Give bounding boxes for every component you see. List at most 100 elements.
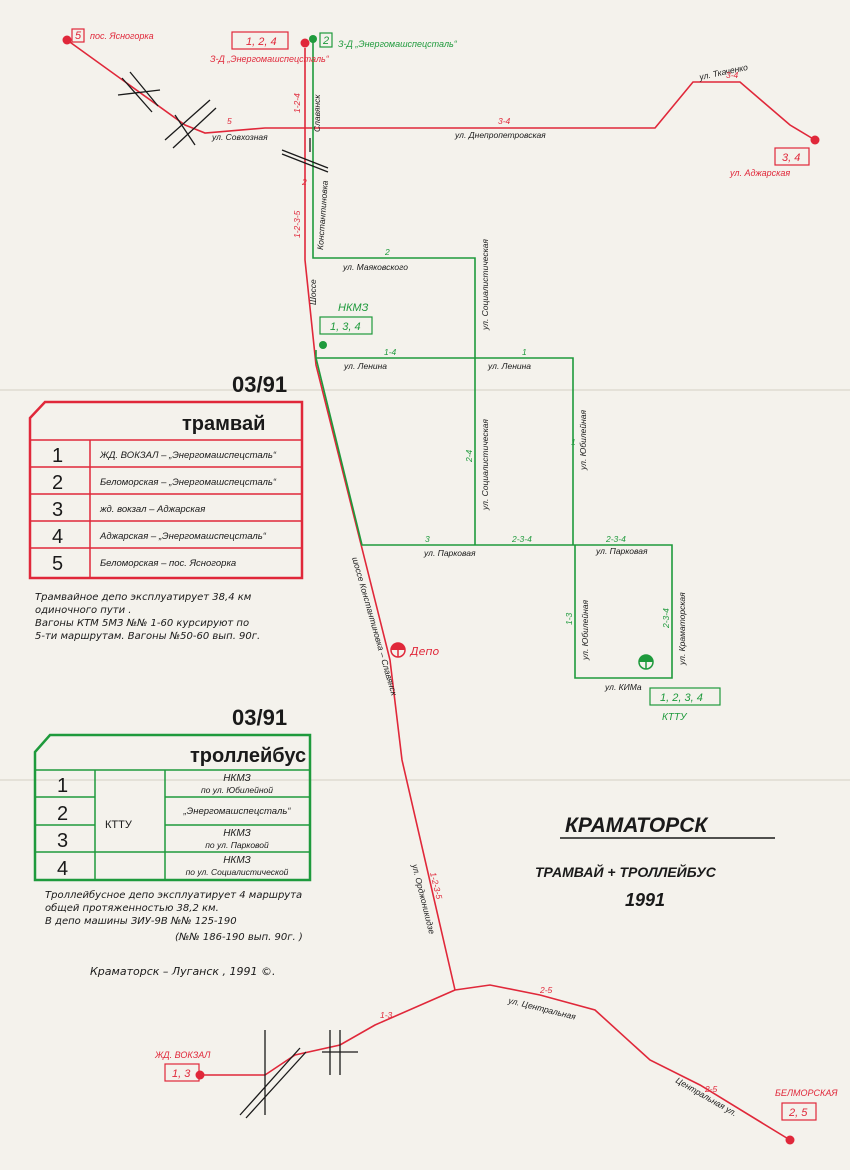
tram-row-route: Аджарская – „Энергомашспецсталь“ [99,531,267,542]
route-mark: 2 [384,247,390,257]
depot-label: Депо [409,645,440,658]
trolley-table-date: 03/91 [232,705,287,730]
street-yubileynaya-s: ул. Юбилейная [580,599,590,661]
route-mark: 2-5 [704,1084,718,1094]
route-mark: 1 [571,437,576,447]
tram-line-yasnogorka [66,39,305,134]
trolley-row-line1: „Энергомашспецсталь“ [182,806,291,817]
route-mark: 2-3-4 [511,534,532,544]
trolley-route-table [33,733,312,882]
route-mark: 1-2-4 [292,93,302,113]
trolley-row-line1: НКМЗ [223,828,251,839]
terminal-route-station: 1, 3 [172,1068,191,1080]
terminal-dot-adzharskaya [810,135,820,145]
terminal-box-kttu [649,687,721,706]
street-mayakovskogo: ул. Маяковского [342,262,408,272]
trolley-row-line2: по ул. Парковой [205,840,269,850]
terminal-route-energomash-trolley: 2 [322,35,329,47]
route-mark: 1-3 [564,612,574,625]
route-mark: 2-4 [464,449,474,463]
terminal-name-adzharskaya: ул. Аджарская [729,168,790,178]
route-mark: 3 [425,534,430,544]
tram-table-date: 03/91 [232,372,287,397]
trolley-line-lenina [315,350,574,545]
street-slavyansk: Славянск [312,94,322,132]
street-parkovaya-e: ул. Парковая [595,546,648,556]
tram-depot-icon [390,642,406,658]
terminal-name-yasnogorka: пос. Ясногорка [90,31,154,41]
tram-row-number: 3 [52,499,63,521]
street-lenina-e: ул. Ленина [487,361,531,371]
tram-line-belmorskaya [454,984,791,1141]
terminal-route-kttu: 1, 2, 3, 4 [660,692,703,704]
tram-row-route: Беломорская – пос. Ясногорка [100,558,236,569]
terminal-box-belmorskaya [781,1102,817,1121]
route-mark: 3-4 [726,70,739,80]
street-kima: ул. КИМа [604,682,642,692]
tram-line-station [200,989,456,1076]
terminal-route-belmorskaya: 2, 5 [788,1107,808,1119]
terminal-box-adzharskaya [774,147,810,166]
trolley-row-line1: НКМЗ [223,855,251,866]
tram-line-adzharskaya [305,81,816,141]
trolley-row-line1: НКМЗ [223,773,251,784]
tram-table-title: трамвай [182,413,265,435]
trolley-row-line2: по ул. Юбилейной [201,785,273,795]
trolley-table-origin: КТТУ [105,819,133,831]
terminal-dot-belmorskaya [785,1135,795,1145]
terminal-dot-yasnogorka [62,35,72,45]
trolley-note-line: (№№ 186-190 вып. 90г. ) [175,932,303,943]
map-title: КРАМАТОРСК [565,814,709,837]
terminal-dot-energomash-trolley [309,35,317,43]
route-mark: 2-5 [539,985,553,995]
trolley-row-number: 2 [57,803,68,825]
trolley-table-title: троллейбус [190,745,306,767]
trolley-row-number: 3 [57,830,68,852]
trolley-note-line: общей протяженностью 38,2 км. [45,902,219,914]
trolley-depot-icon [638,654,654,670]
trolley-line-socialist [312,40,476,545]
trolleybus-network [312,40,673,679]
tram-row-number: 4 [52,526,63,548]
terminal-route-nkmz: 1, 3, 4 [330,321,361,333]
street-konstantinovka: Константиновка [315,180,330,250]
tram-note-line: 5-ти маршрутам. Вагоны №50-60 вып. 90г. [35,631,260,642]
tram-network [66,39,816,1141]
street-sovkhoznaya: ул. Совхозная [211,132,268,142]
trolley-row-number: 4 [57,858,68,880]
tram-row-route: Беломорская – „Энергомашспецсталь“ [100,477,277,488]
map-year: 1991 [625,890,665,910]
tram-row-route: ЖД. ВОКЗАЛ – „Энергомашспецсталь“ [99,450,277,461]
terminal-dot-station [195,1070,205,1080]
tram-row-number: 1 [52,445,63,467]
terminal-route-adzharskaya: 3, 4 [782,152,800,164]
tram-row-number: 5 [52,553,63,575]
tram-line-main [304,48,456,991]
map-subtitle: ТРАМВАЙ + ТРОЛЛЕЙБУС [535,863,717,880]
railway-crossings [117,71,358,1119]
route-mark: 2-3-4 [661,608,671,629]
street-socialisticheskaya-s: ул. Социалистическая [480,419,490,511]
tram-row-route: жд. вокзал – Аджарская [99,504,205,515]
terminal-box-yasnogorka [71,28,85,43]
credit-line: Краматорск – Луганск , 1991 ©. [90,965,276,978]
tram-route-table [28,400,304,580]
street-kramatorskaya: ул. Краматорская [677,592,687,666]
trolley-line-parkovaya-loop [315,357,673,679]
terminal-name-energomash-trolley: З-Д „Энергомашспецсталь“ [338,39,458,49]
route-mark: 1 [522,347,527,357]
tram-note-line: Вагоны КТМ 5МЗ №№ 1-60 курсируют по [35,618,249,629]
street-dnepropetrovskaya: ул. Днепропетровская [454,130,546,140]
terminal-dot-energomash-tram [300,38,310,48]
route-mark: 2-3-4 [605,534,626,544]
street-socialisticheskaya-n: ул. Социалистическая [480,239,490,331]
terminal-route-energomash-tram: 1, 2, 4 [246,36,277,48]
route-mark: 3-4 [498,116,511,126]
terminal-name-station: ЖД. ВОКЗАЛ [154,1050,211,1060]
terminal-box-energomash-tram [231,31,289,50]
route-mark: 1-2-3-5 [292,210,302,238]
trolley-note-line: В депо машины ЗИУ-9В №№ 125-190 [45,916,237,927]
route-mark: 1-3 [380,1010,393,1020]
